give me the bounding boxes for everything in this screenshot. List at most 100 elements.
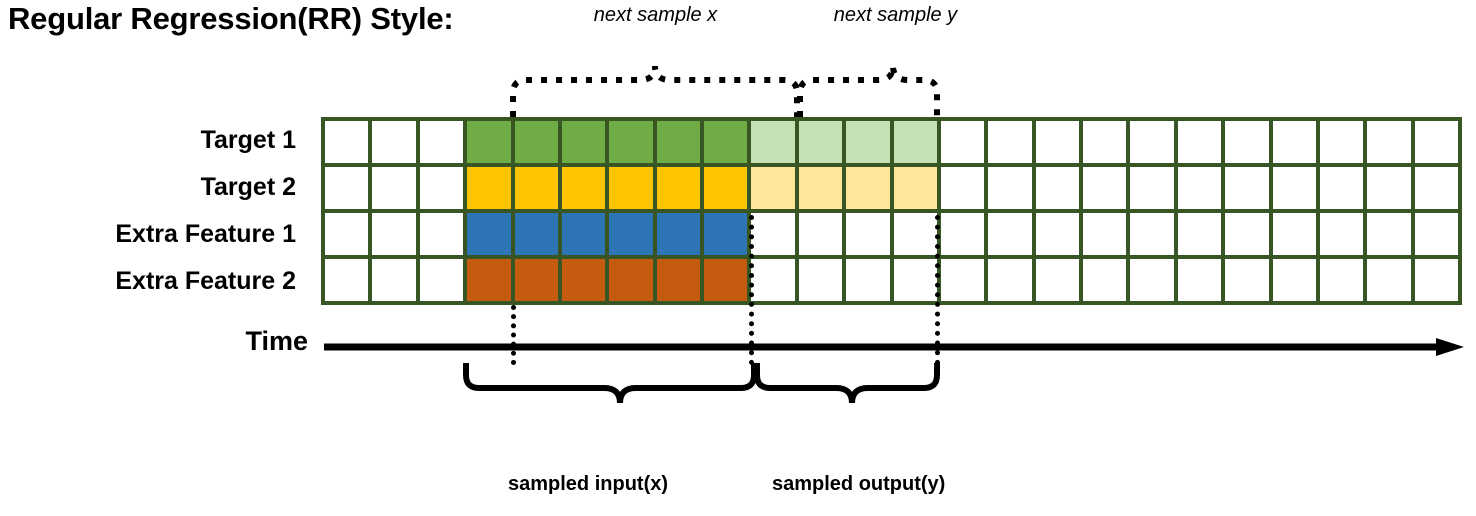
grid-cell <box>846 213 890 255</box>
grid-cell <box>1319 259 1364 301</box>
row-label-extra-feature-1: Extra Feature 1 <box>115 220 296 248</box>
grid-cell <box>609 167 653 209</box>
grid-cell <box>1035 213 1079 255</box>
grid-cell <box>1225 259 1269 301</box>
grid-cell <box>1225 167 1269 209</box>
grid-cell <box>467 213 511 255</box>
grid-cell <box>1367 213 1411 255</box>
grid-cell <box>467 259 511 301</box>
grid-cell <box>846 121 890 163</box>
caption-input-line-1: sampled input(x) <box>508 473 669 495</box>
grid-cell <box>1272 213 1316 255</box>
grid-cell <box>561 121 606 163</box>
row-label-extra-feature-2: Extra Feature 2 <box>115 267 296 295</box>
time-axis-arrow <box>324 338 1464 356</box>
grid-cell <box>514 213 558 255</box>
grid-cell <box>372 121 416 163</box>
grid-cell <box>372 259 416 301</box>
grid-cell <box>1414 167 1458 209</box>
grid-cell <box>561 259 606 301</box>
grid-cell <box>893 259 937 301</box>
dotted-guide-output-end <box>935 215 940 365</box>
grid-cell <box>609 213 653 255</box>
grid-cell <box>1367 167 1411 209</box>
timeseries-grid <box>321 117 1462 305</box>
grid-cell <box>1367 259 1411 301</box>
grid-cell <box>988 213 1032 255</box>
grid-cell <box>325 259 369 301</box>
grid-cell <box>751 121 795 163</box>
grid-cell <box>419 259 464 301</box>
grid-cell <box>1130 259 1174 301</box>
grid-cell <box>1272 167 1316 209</box>
grid-cell <box>656 259 700 301</box>
brace-sampled-output <box>754 363 940 404</box>
grid-cell <box>514 259 558 301</box>
grid-cell <box>1083 121 1127 163</box>
grid-cell <box>656 213 700 255</box>
grid-cell <box>1272 259 1316 301</box>
label-next-sample-y: next sample y <box>833 4 958 26</box>
grid-cell <box>704 213 748 255</box>
grid-cell <box>1083 213 1127 255</box>
grid-cell <box>372 213 416 255</box>
grid-cell <box>1225 213 1269 255</box>
time-axis-label: Time <box>245 326 308 356</box>
grid-cell <box>940 259 985 301</box>
grid-cell <box>1130 213 1174 255</box>
row-label-target-1: Target 1 <box>200 126 296 154</box>
grid-cell <box>1177 213 1222 255</box>
grid-cell <box>1225 121 1269 163</box>
grid-cell <box>609 121 653 163</box>
label-next-sample-x: next sample x <box>593 4 718 26</box>
grid-cell <box>561 167 606 209</box>
grid-cell <box>704 167 748 209</box>
grid-cell <box>1319 121 1364 163</box>
grid-cell <box>1319 167 1364 209</box>
grid-cell <box>1083 259 1127 301</box>
grid-cell <box>561 213 606 255</box>
grid-cell <box>704 121 748 163</box>
grid-cell <box>372 167 416 209</box>
grid-cell <box>1130 121 1174 163</box>
grid-cell <box>467 121 511 163</box>
dotted-guide-input-start <box>511 305 516 365</box>
grid-cell <box>325 167 369 209</box>
grid-cell <box>988 167 1032 209</box>
grid-cell <box>988 121 1032 163</box>
grid-cell <box>1414 213 1458 255</box>
dotted-brace-input-x <box>510 65 800 117</box>
grid-cell <box>940 121 985 163</box>
grid-cell <box>1414 259 1458 301</box>
grid-cell <box>940 213 985 255</box>
grid-cell <box>893 213 937 255</box>
grid-cell <box>656 121 700 163</box>
row-label-target-2: Target 2 <box>200 173 296 201</box>
grid-cell <box>893 121 937 163</box>
page-title: Regular Regression(RR) Style: <box>8 1 454 36</box>
grid-cell <box>893 167 937 209</box>
caption-output-line-1: sampled output(y) <box>772 473 946 495</box>
grid-cell <box>419 167 464 209</box>
brace-sampled-input <box>463 363 757 404</box>
grid-cell <box>798 167 843 209</box>
grid-cell <box>798 121 843 163</box>
grid-cell <box>988 259 1032 301</box>
grid-cell <box>1367 121 1411 163</box>
grid-cell <box>798 259 843 301</box>
grid-cell <box>325 121 369 163</box>
grid-cell <box>609 259 653 301</box>
grid-cell <box>419 213 464 255</box>
dotted-guide-input-end <box>749 215 754 365</box>
grid-cell <box>1083 167 1127 209</box>
grid-cell <box>656 167 700 209</box>
grid-cell <box>514 167 558 209</box>
grid-cell <box>751 213 795 255</box>
caption-sampled-input: sampled input(x) lookback=6 input_featur… <box>508 422 711 516</box>
grid-cell <box>514 121 558 163</box>
grid-cell <box>1035 259 1079 301</box>
grid-cell <box>798 213 843 255</box>
grid-cell <box>940 167 985 209</box>
caption-sampled-output: sampled output(y) horizon=4 output_featu… <box>772 422 988 516</box>
